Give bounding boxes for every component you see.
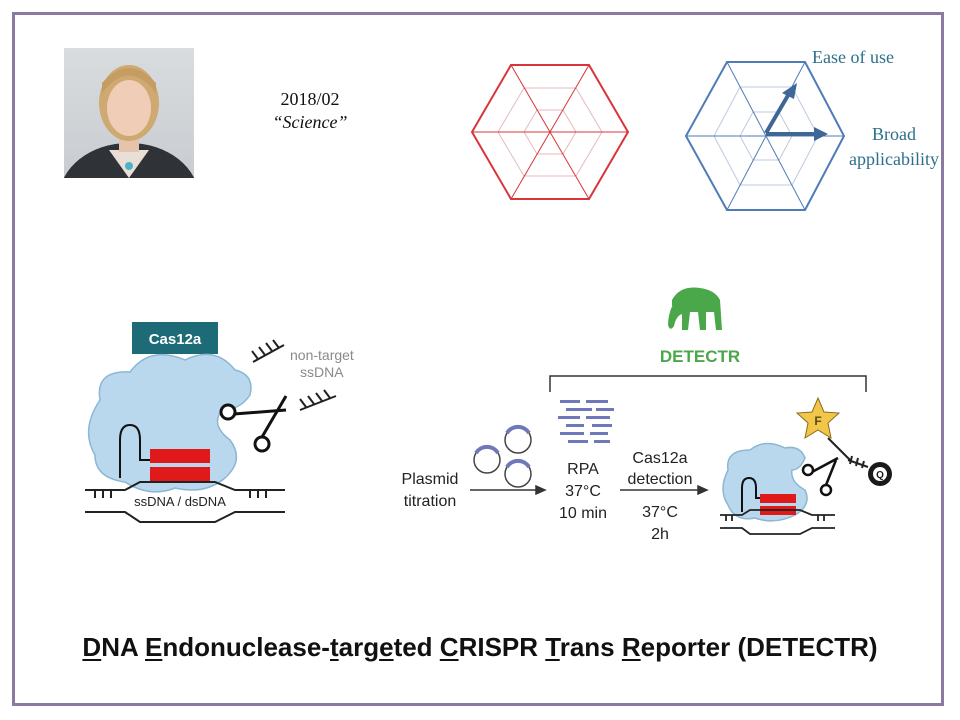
detection-label-line1: Cas12a	[632, 450, 687, 467]
target-bar-top	[150, 449, 210, 463]
title-acronym-letter: E	[145, 632, 163, 662]
scissors-icon	[219, 395, 288, 453]
cas12a-badge	[132, 322, 218, 354]
dna-label: ssDNA / dsDNA	[134, 494, 226, 509]
fluorophore-label: F	[814, 414, 821, 428]
reporter-ssdna	[827, 437, 869, 469]
rpa-label-line2: 37°C	[565, 483, 601, 500]
guide-rna	[119, 423, 160, 478]
radar-arrows	[764, 83, 828, 141]
plasmid-label-line2: titration	[404, 493, 456, 510]
plasmid-icons	[473, 425, 532, 488]
rpa-label-line1: RPA	[567, 461, 599, 478]
detectr-guide-rna	[741, 476, 766, 512]
title-text-segment: arg	[338, 632, 380, 662]
title-acronym-letter: T	[545, 632, 560, 662]
process-arrows	[470, 484, 709, 496]
title-text-segment: NA	[101, 632, 146, 662]
nontarget-ssdna-comb	[251, 339, 337, 411]
detectr-brand: DETECTR	[660, 347, 740, 366]
cas12a-protein	[87, 353, 252, 493]
title-text-segment: ndonuclease-	[162, 632, 330, 662]
broad-label-line1: Broad	[872, 124, 916, 144]
target-bar-bottom	[150, 467, 210, 481]
plasmid-label-line1: Plasmid	[402, 471, 459, 488]
publication-info: 2018/02 “Science”	[240, 88, 380, 135]
detection-label-line3: 37°C	[642, 504, 678, 521]
title-text-segment: ted	[393, 632, 440, 662]
broad-applicability-label: Broad applicability	[838, 122, 950, 172]
dna-strands	[85, 481, 285, 523]
title-text-segment: rans	[559, 632, 622, 662]
detectr-target-top	[760, 494, 796, 503]
ease-of-use-label: Ease of use	[812, 47, 894, 67]
cas12a-badge-text: Cas12a	[149, 331, 202, 348]
title-acronym-letter: R	[621, 632, 641, 662]
nontarget-label-line1: non-target	[290, 347, 354, 363]
title-text-segment: eporter (DETECTR)	[640, 632, 878, 662]
slide-title: DNA Endonuclease-targeted CRISPR Trans R…	[0, 632, 960, 663]
portrait-photo	[64, 48, 194, 178]
detection-label-line2: detection	[628, 471, 693, 488]
fluorophore-star-icon	[795, 396, 841, 440]
quencher-inner	[873, 467, 887, 481]
rpa-amplicons	[558, 400, 614, 443]
journal-name: “Science”	[272, 112, 348, 133]
rpa-label-line3: 10 min	[559, 505, 607, 522]
nontarget-label-line2: ssDNA	[300, 364, 344, 380]
title-acronym-letter: e	[379, 632, 394, 662]
radar-red	[470, 64, 630, 200]
detection-label-line4: 2h	[651, 526, 669, 543]
title-text-segment: RISPR	[458, 632, 546, 662]
detectr-bracket	[549, 375, 867, 392]
title-acronym-letter: D	[82, 632, 102, 662]
quencher-label: Q	[876, 470, 884, 481]
mammoth-icon	[664, 287, 722, 330]
title-acronym-letter: t	[329, 632, 339, 662]
broad-label-line2: applicability	[849, 149, 939, 170]
publication-date: 2018/02	[280, 89, 340, 109]
detectr-scissors-icon	[801, 456, 839, 497]
detectr-dna	[720, 509, 835, 535]
title-acronym-letter: C	[439, 632, 459, 662]
